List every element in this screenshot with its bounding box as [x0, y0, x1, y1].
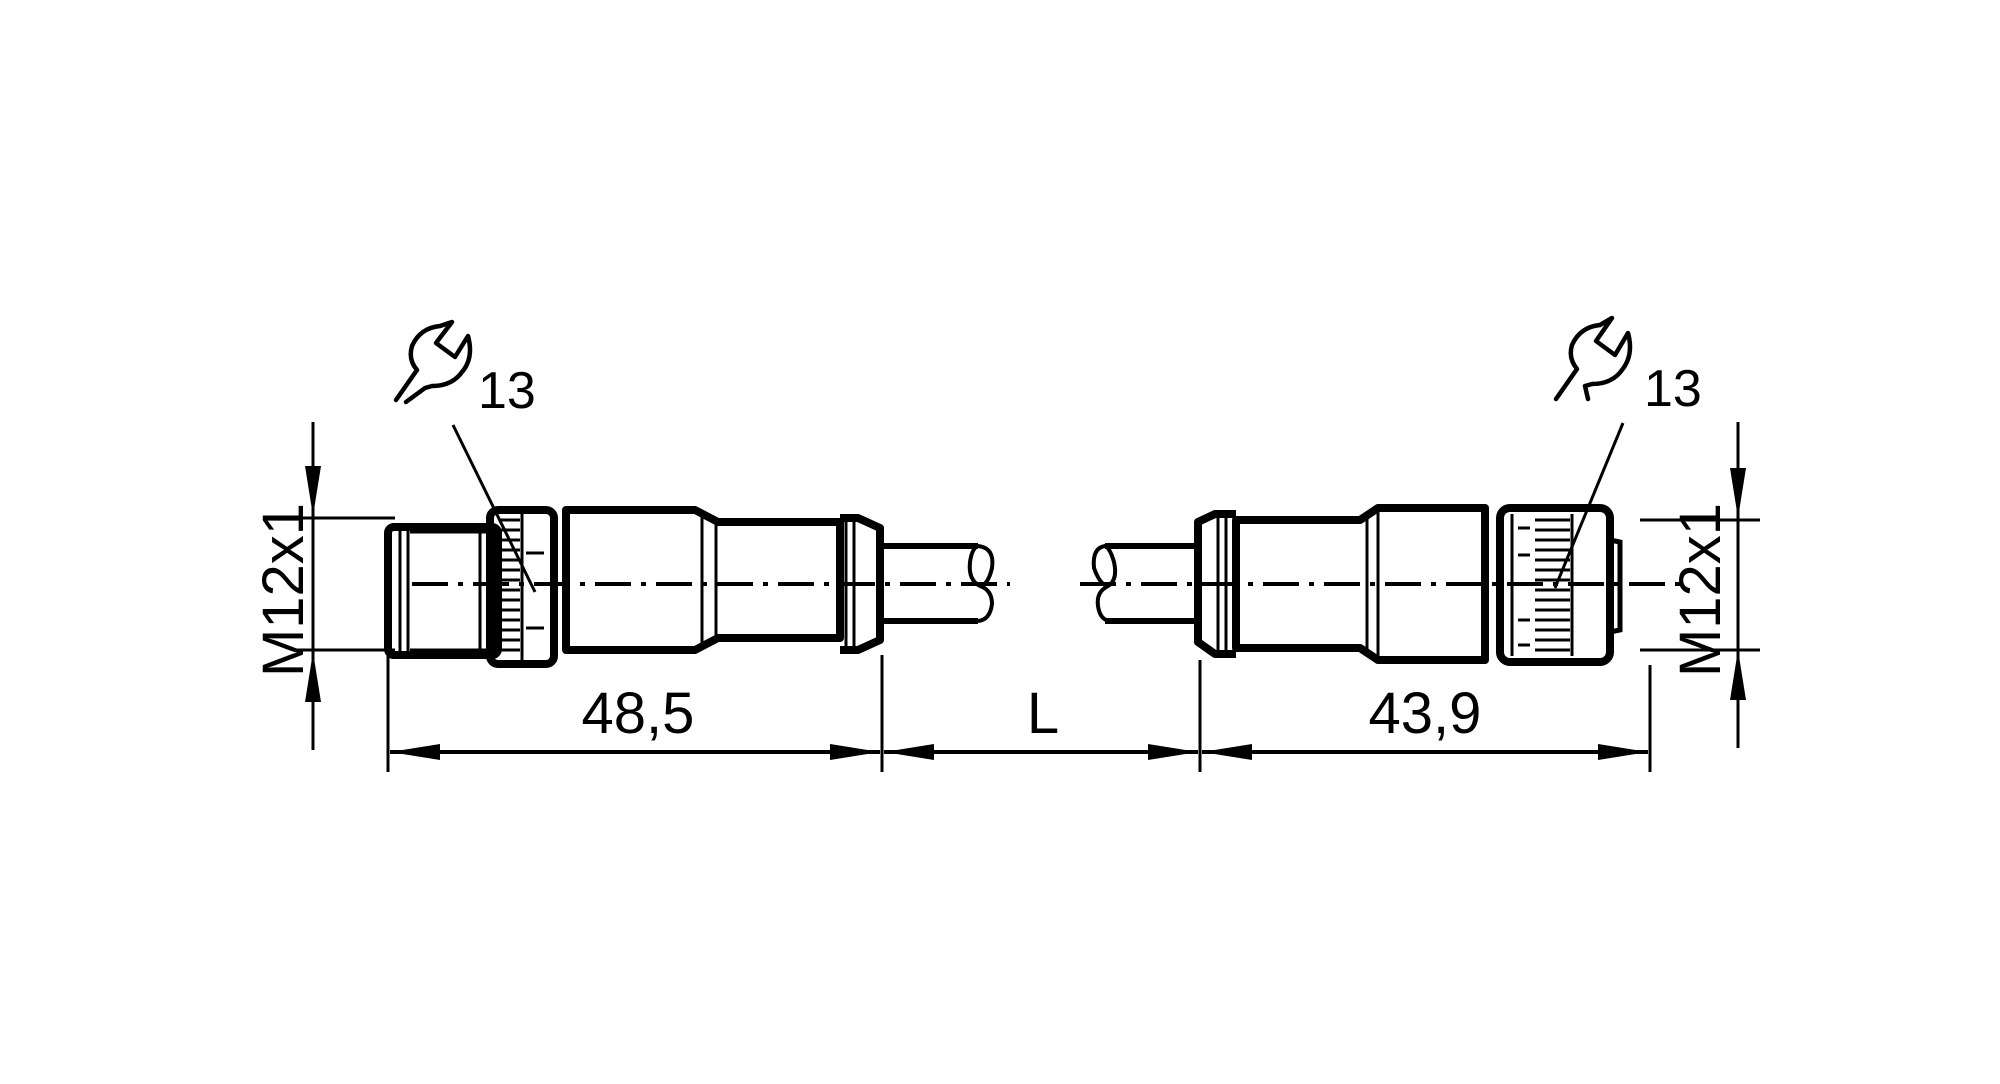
right-length-label: 43,9 — [1369, 681, 1482, 746]
right-thread-label: M12x1 — [1668, 503, 1733, 677]
left-wrench-size: 13 — [478, 362, 536, 420]
left-connector — [384, 506, 995, 668]
right-connector — [1091, 504, 1623, 666]
cable-length-label: L — [1027, 681, 1059, 746]
left-wrench-icon — [393, 319, 473, 405]
left-thread-dimension — [296, 422, 395, 750]
left-thread-label: M12x1 — [251, 503, 316, 677]
left-length-label: 48,5 — [582, 681, 695, 746]
right-wrench-size: 13 — [1644, 360, 1702, 418]
right-wrench-icon — [1553, 315, 1633, 402]
right-wrench-leader — [1553, 422, 1625, 589]
length-dimensions — [386, 655, 1652, 772]
right-thread-dimension — [1640, 422, 1760, 748]
